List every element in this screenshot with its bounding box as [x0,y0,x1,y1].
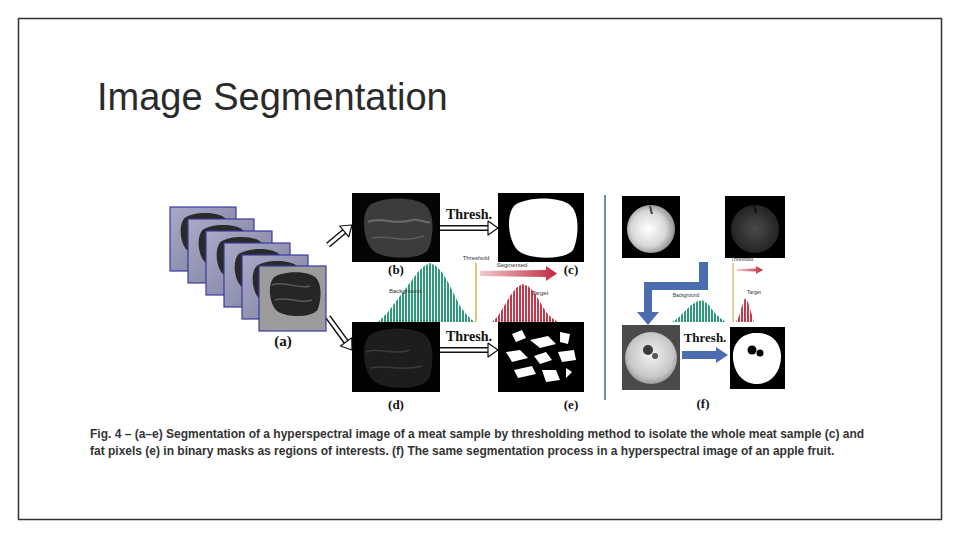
arrow-shaft [328,231,345,245]
illustration-part [364,199,433,258]
slide-title: Image Segmentation [97,76,448,119]
arrow-head [340,225,352,237]
image-panel: (d) [352,322,440,414]
illustration-part [732,263,733,322]
hollow-arrow [328,317,352,350]
hollow-arrow [328,225,352,245]
panel-label: (c) [556,262,586,277]
illustration-part [506,350,528,362]
step-label: (f) [697,397,710,411]
arrow-shaft [328,231,345,245]
illustration-part [352,322,440,392]
illustration-part [652,353,658,359]
apple-images [622,196,785,390]
illustration-part [270,272,321,316]
arrow-shaft [440,227,489,230]
illustration-part [757,350,764,357]
illustration-part [622,325,680,390]
illustration-part [498,322,584,392]
illustration-part [259,266,326,331]
fat-image [352,322,440,392]
illustration-part [272,284,312,302]
illustration-part [733,333,781,384]
flow-arrow [682,347,728,363]
illustration-part [372,236,424,239]
illustration-part [566,368,572,378]
illustration-part [560,332,570,344]
flow-arrow [637,262,708,325]
arrow-head [488,343,498,357]
illustration-part [650,206,652,214]
illustration-part [530,336,556,348]
figure-caption: Fig. 4 – (a–e) Segmentation of a hypersp… [90,426,870,460]
illustration-part [627,205,675,253]
arrow-shaft [440,347,489,353]
image-panel: (e) [498,322,584,414]
binary-mask [498,193,584,262]
illustration-part [643,345,653,355]
illustration-part [730,327,785,389]
illustration-part [622,196,680,258]
hollow-arrow [440,343,498,357]
arrow-shaft [440,225,489,231]
histogram-label: Threshold [463,255,490,262]
hollow-arrow [440,221,498,235]
illustration-part [725,196,785,258]
arrow-shaft [328,317,347,343]
illustration-part [480,266,557,281]
panel-label: (b) [352,262,440,277]
illustration-part [506,330,576,382]
illustration-part [731,205,779,253]
panel-label: (a) [263,333,303,350]
illustration-part [475,263,477,322]
slide-border [19,19,942,520]
illustration-part [736,298,754,322]
illustration-part [514,366,536,378]
illustration-part [558,350,576,362]
illustration-part [512,330,526,342]
arrow-head [340,338,352,350]
illustration-part [672,300,726,322]
illustration-part [368,220,430,223]
illustration-part [625,332,677,384]
image-stack [170,207,326,331]
panel-label: (e) [556,397,586,412]
illustration-part [542,370,560,382]
image-panel: (a) [168,205,328,355]
separator-line [604,195,606,400]
illustration-part [509,199,578,258]
fat-mask [498,322,584,392]
histogram [378,263,558,322]
illustration-part [498,193,584,262]
illustration-part [364,329,433,388]
histogram-label: Background [673,292,700,298]
illustration-part [352,193,440,262]
histogram-label: Threshold [731,256,753,262]
panel-label: (d) [352,397,440,412]
meat-image [352,193,440,262]
illustration-part [748,346,757,355]
illustration-part [534,352,552,364]
step-label: Thresh. [684,331,727,345]
illustration-part [754,205,756,213]
arrow-shaft [440,349,489,352]
illustration-part [492,284,558,322]
histogram-label: Target [532,290,549,297]
histogram-label: Segmented [497,262,528,269]
arrow-shaft [328,317,347,343]
histogram-label: Target [747,289,761,295]
illustration-part [366,350,422,368]
image-panel: (b) [352,193,440,279]
histogram [672,263,763,322]
illustration-part [737,266,763,274]
edge-label: Thresh. [446,207,492,222]
illustration-part [259,266,326,331]
arrow-head [488,221,498,235]
edge-label: Thresh. [446,329,492,344]
histogram-label: Background [389,288,421,295]
